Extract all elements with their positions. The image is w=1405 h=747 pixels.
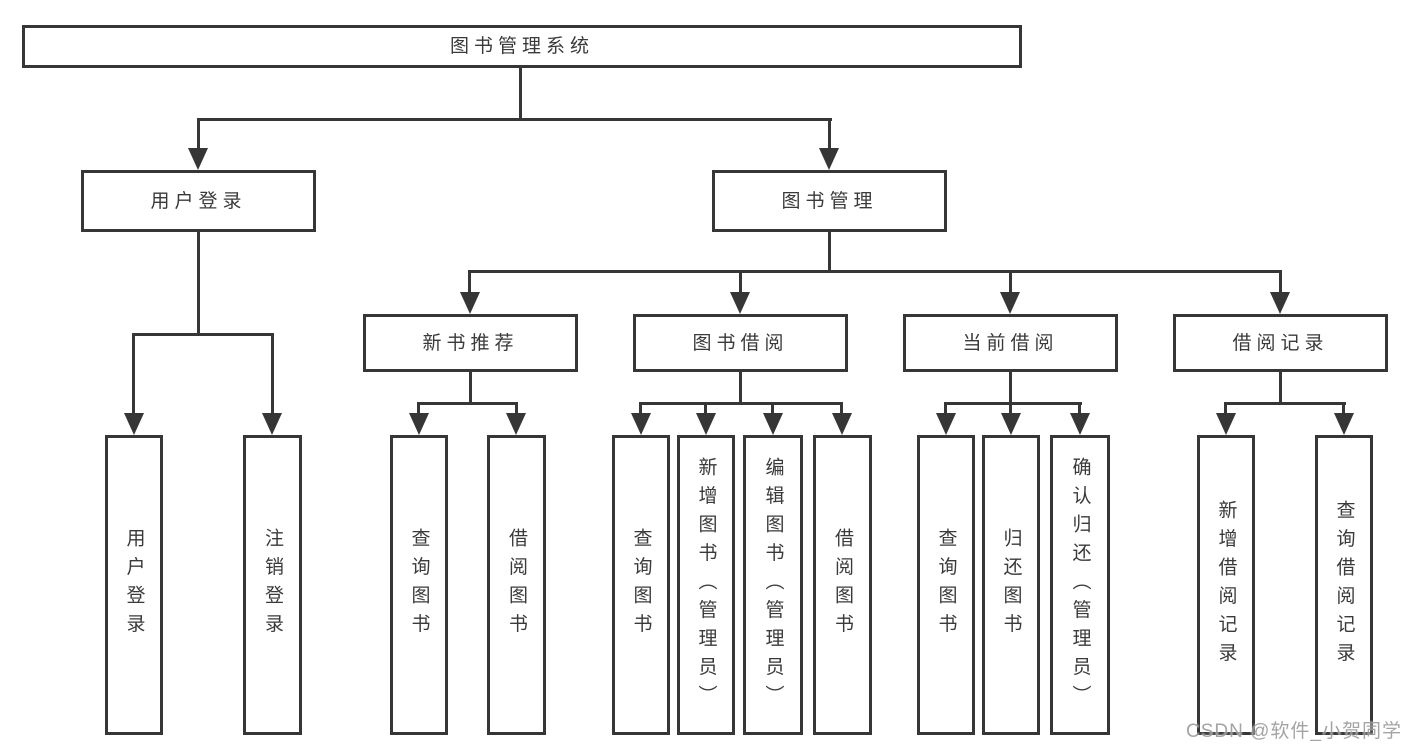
- node-borrowing-records: 借阅记录: [1173, 314, 1388, 372]
- connector-arrow-down: [409, 413, 429, 435]
- node-label: 查询图书: [630, 528, 652, 642]
- connector-arrow-down: [506, 413, 526, 435]
- node-library-system: 图书管理系统: [22, 25, 1022, 68]
- connector-line: [771, 402, 774, 415]
- node-label: 借阅图书: [832, 528, 853, 642]
- connector-arrow-down: [763, 413, 783, 435]
- connector-line: [515, 402, 518, 415]
- connector-line: [1279, 270, 1282, 294]
- connector-line: [468, 270, 1282, 273]
- connector-line: [739, 270, 742, 294]
- connector-line: [1342, 402, 1345, 415]
- connector-line: [197, 232, 200, 336]
- connector-line: [1009, 402, 1012, 415]
- node-label: 查询借阅记录: [1333, 499, 1355, 671]
- node-label: 用户登录: [150, 190, 247, 212]
- node-leaf-return-books: 归还图书: [982, 435, 1040, 735]
- connector-line: [704, 402, 707, 415]
- node-current-borrowing: 当前借阅: [903, 314, 1118, 372]
- node-leaf-add-borrow-record: 新增借阅记录: [1197, 435, 1255, 735]
- node-leaf-borrow-books-recommend: 借阅图书: [487, 435, 546, 735]
- connector-line: [1279, 372, 1282, 405]
- node-label: 归还图书: [1000, 528, 1022, 642]
- node-label: 借阅记录: [1232, 332, 1329, 354]
- connector-arrow-down: [460, 292, 480, 314]
- connector-line: [1009, 270, 1012, 294]
- node-label: 查询图书: [408, 528, 430, 642]
- connector-line: [828, 118, 831, 152]
- node-new-book-recommendation: 新书推荐: [363, 314, 578, 372]
- node-label: 新增图书（管理员）: [695, 456, 717, 714]
- connector-line: [271, 333, 274, 415]
- connector-arrow-down: [936, 413, 956, 435]
- connector-line: [1224, 402, 1227, 415]
- connector-arrow-down: [188, 148, 208, 170]
- connector-arrow-down: [1001, 413, 1021, 435]
- node-user-login: 用户登录: [81, 170, 316, 232]
- node-leaf-confirm-return-admin: 确认归还（管理员）: [1050, 435, 1110, 735]
- connector-line: [739, 372, 742, 405]
- connector-line: [944, 402, 947, 415]
- node-label: 图书管理: [781, 190, 878, 212]
- connector-line: [417, 402, 420, 415]
- connector-line: [197, 118, 832, 121]
- connector-line: [417, 402, 518, 405]
- connector-line: [197, 118, 200, 152]
- node-leaf-user-login: 用户登录: [105, 435, 163, 735]
- watermark: CSDN @软件_小贺同学: [1186, 721, 1402, 742]
- node-label: 用户登录: [123, 528, 145, 642]
- connector-arrow-down: [1334, 413, 1354, 435]
- connector-line: [639, 402, 843, 405]
- connector-line: [469, 372, 472, 405]
- node-book-borrowing: 图书借阅: [633, 314, 848, 372]
- connector-arrow-down: [631, 413, 651, 435]
- connector-arrow-down: [1070, 413, 1090, 435]
- node-leaf-edit-books-admin: 编辑图书（管理员）: [743, 435, 803, 735]
- node-label: 编辑图书（管理员）: [762, 456, 784, 714]
- node-leaf-query-books-current: 查询图书: [917, 435, 975, 735]
- connector-arrow-down: [124, 413, 144, 435]
- connector-arrow-down: [730, 292, 750, 314]
- node-label: 查询图书: [935, 528, 957, 642]
- node-label: 新书推荐: [422, 332, 519, 354]
- node-label: 图书借阅: [692, 332, 789, 354]
- connector-line: [828, 232, 831, 273]
- node-book-management: 图书管理: [712, 170, 947, 232]
- connector-arrow-down: [832, 413, 852, 435]
- node-label: 新增借阅记录: [1215, 499, 1237, 671]
- connector-line: [1078, 402, 1081, 415]
- connector-line: [132, 333, 274, 336]
- node-leaf-query-books-borrow: 查询图书: [612, 435, 670, 735]
- connector-line: [1224, 402, 1346, 405]
- connector-arrow-down: [819, 148, 839, 170]
- connector-arrow-down: [696, 413, 716, 435]
- node-label: 注销登录: [262, 528, 283, 642]
- connector-arrow-down: [1216, 413, 1236, 435]
- connector-line: [840, 402, 843, 415]
- connector-line: [1009, 372, 1012, 405]
- node-label: 图书管理系统: [449, 36, 594, 57]
- connector-line: [944, 402, 1082, 405]
- connector-arrow-down: [1270, 292, 1290, 314]
- connector-arrow-down: [262, 413, 282, 435]
- node-label: 确认归还（管理员）: [1069, 456, 1091, 714]
- node-leaf-logout: 注销登录: [243, 435, 302, 735]
- node-leaf-add-books-admin: 新增图书（管理员）: [677, 435, 735, 735]
- connector-line: [468, 270, 471, 294]
- node-label: 当前借阅: [962, 332, 1059, 354]
- connector-line: [519, 66, 522, 120]
- connector-line: [132, 333, 135, 415]
- node-leaf-query-borrow-record: 查询借阅记录: [1315, 435, 1373, 735]
- node-leaf-query-books-recommend: 查询图书: [390, 435, 448, 735]
- connector-arrow-down: [1000, 292, 1020, 314]
- node-leaf-borrow-books: 借阅图书: [813, 435, 872, 735]
- node-label: 借阅图书: [506, 528, 527, 642]
- connector-line: [639, 402, 642, 415]
